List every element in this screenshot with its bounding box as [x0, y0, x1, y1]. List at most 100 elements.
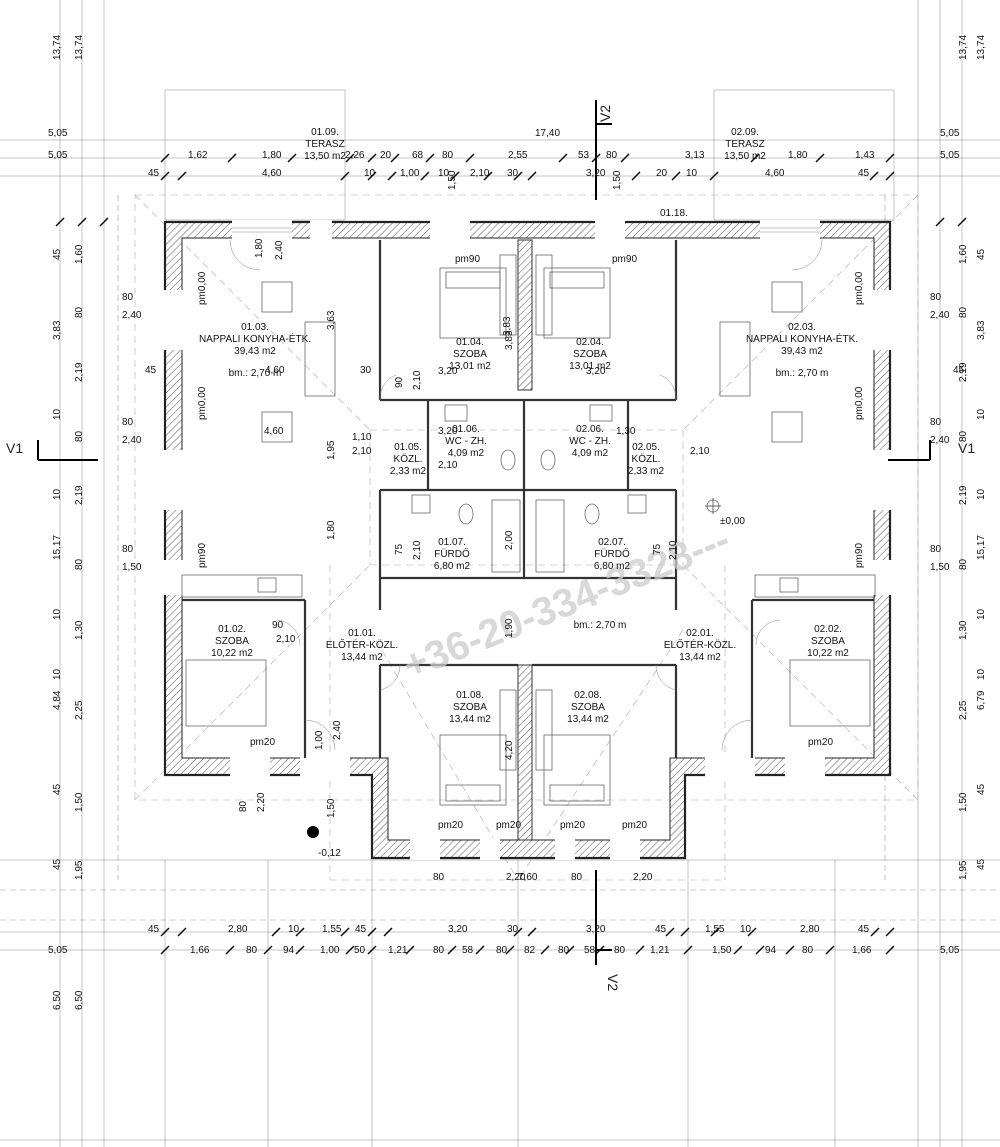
dimension-tick — [709, 171, 719, 181]
dimension-bottom: 5,05 — [48, 945, 68, 956]
dimension-bottom: 80 — [558, 945, 570, 956]
room-area: 2,33 m2 — [628, 466, 665, 477]
dimension-top: 1,50 — [447, 170, 458, 190]
dimension-interior: 80 — [238, 800, 249, 812]
dimension-bottom: 1,21 — [388, 945, 408, 956]
dimension-tick — [935, 217, 945, 227]
room-area: 10,22 m2 — [211, 648, 253, 659]
level-icon — [307, 826, 319, 838]
dimension-left: 2,19 — [74, 362, 85, 382]
room-id: 01.09. — [311, 127, 339, 138]
room-name: SZOBA — [453, 702, 487, 713]
dimension-left: 1,50 — [122, 562, 142, 573]
dimension-interior: 1,30 — [616, 426, 636, 437]
room-area: 13,01 m2 — [449, 361, 491, 372]
room-area: 39,43 m2 — [781, 346, 823, 357]
dimension-left: 4,84 — [52, 690, 63, 710]
toilet-icon — [500, 449, 516, 471]
bed-icon — [185, 659, 267, 727]
dimension-tick — [869, 171, 879, 181]
dimension-left: 10 — [52, 608, 63, 620]
dimension-bottom: 45 — [655, 924, 667, 935]
dimension-bottom: 1,00 — [320, 945, 340, 956]
dimension-interior: 2,40 — [332, 720, 343, 740]
dimension-right: 10 — [976, 608, 987, 620]
dimension-interior: 1,10 — [352, 432, 372, 443]
dimension-bottom: 5,05 — [940, 945, 960, 956]
room-name: TERASZ — [305, 139, 344, 150]
room-height: bm.: 2,70 m — [776, 368, 829, 379]
dimension-tick — [160, 945, 170, 955]
dimension-right: 1,95 — [958, 860, 969, 880]
room-id: 01.05. — [394, 442, 422, 453]
room-id: 02.03. — [788, 322, 816, 333]
dimension-right: 1,50 — [958, 792, 969, 812]
floor-level-label: pm90 — [455, 254, 480, 265]
kitchen-counter — [181, 574, 303, 598]
dimension-interior: 4,60 — [265, 365, 285, 376]
dimension-tick — [390, 153, 400, 163]
dimension-tick — [505, 945, 515, 955]
dimension-tick — [177, 171, 187, 181]
dimension-left: 45 — [52, 248, 63, 260]
floor-level-label: pm20 — [622, 820, 647, 831]
sink-icon — [779, 577, 799, 593]
dimension-tick — [367, 945, 377, 955]
dimension-right: 2,19 — [958, 485, 969, 505]
dimension-interior: 1,90 — [504, 618, 515, 638]
room-area: 13,01 m2 — [569, 361, 611, 372]
room-area: 2,33 m2 — [390, 466, 427, 477]
dimension-interior: 2,10 — [668, 540, 679, 560]
dimension-tick — [225, 945, 235, 955]
floor-level-label: pm90 — [197, 543, 208, 568]
armchair-icon — [771, 281, 803, 313]
room-id: 01.01. — [348, 628, 376, 639]
dimension-bottom: 80 — [433, 945, 445, 956]
dimension-interior: 3,20 — [586, 366, 606, 377]
dimension-bottom: 80 — [433, 872, 445, 883]
dimension-interior: 2,40 — [274, 240, 285, 260]
dimension-tick — [387, 171, 397, 181]
dimension-tick — [527, 171, 537, 181]
dimension-right: 2,40 — [930, 310, 950, 321]
dimension-left: 45 — [52, 783, 63, 795]
room-name: NAPPALI KONYHA-ÉTK. — [746, 332, 858, 345]
dimension-bottom: 1,21 — [650, 945, 670, 956]
dimension-tick — [465, 153, 475, 163]
dimension-tick — [825, 945, 835, 955]
dimension-bottom: 58 — [462, 945, 474, 956]
dimension-interior: 3,20 — [438, 366, 458, 377]
room-id: 02.02. — [814, 624, 842, 635]
dimension-left: 80 — [74, 558, 85, 570]
dimension-top: 5,05 — [940, 128, 960, 139]
section-v2-top: V2 — [597, 105, 613, 122]
dimension-tick — [425, 153, 435, 163]
dimension-interior: 3,83 — [504, 330, 515, 350]
room-area: 13,44 m2 — [341, 652, 383, 663]
dimension-bottom: 2,20 — [506, 872, 526, 883]
bed-icon — [543, 734, 611, 806]
dimension-interior: 90 — [394, 376, 405, 388]
room-name: KÖZL. — [632, 453, 661, 465]
dimension-tick — [595, 945, 605, 955]
level-marks: ±0,00 -0,12 — [307, 498, 745, 859]
dimension-left: 3,83 — [52, 320, 63, 340]
dimension-tick — [483, 171, 493, 181]
dimension-tick — [295, 945, 305, 955]
dimension-tick — [815, 153, 825, 163]
dimension-bottom: 30 — [507, 924, 519, 935]
dimension-bottom: 1,66 — [852, 945, 872, 956]
dimension-tick — [755, 945, 765, 955]
room-height: bm.: 2,70 m — [574, 620, 627, 631]
dimension-left: 13,74 — [74, 35, 85, 60]
dimension-interior: 2,10 — [690, 446, 710, 457]
dimension-tick — [785, 945, 795, 955]
dimension-bottom: 6,50 — [74, 990, 85, 1010]
dimension-left: 2,40 — [122, 435, 142, 446]
room-name: SZOBA — [811, 636, 845, 647]
dimension-tick — [475, 945, 485, 955]
dimension-tick — [340, 171, 350, 181]
dimension-tick — [160, 927, 170, 937]
dimension-top: 1,50 — [612, 170, 623, 190]
